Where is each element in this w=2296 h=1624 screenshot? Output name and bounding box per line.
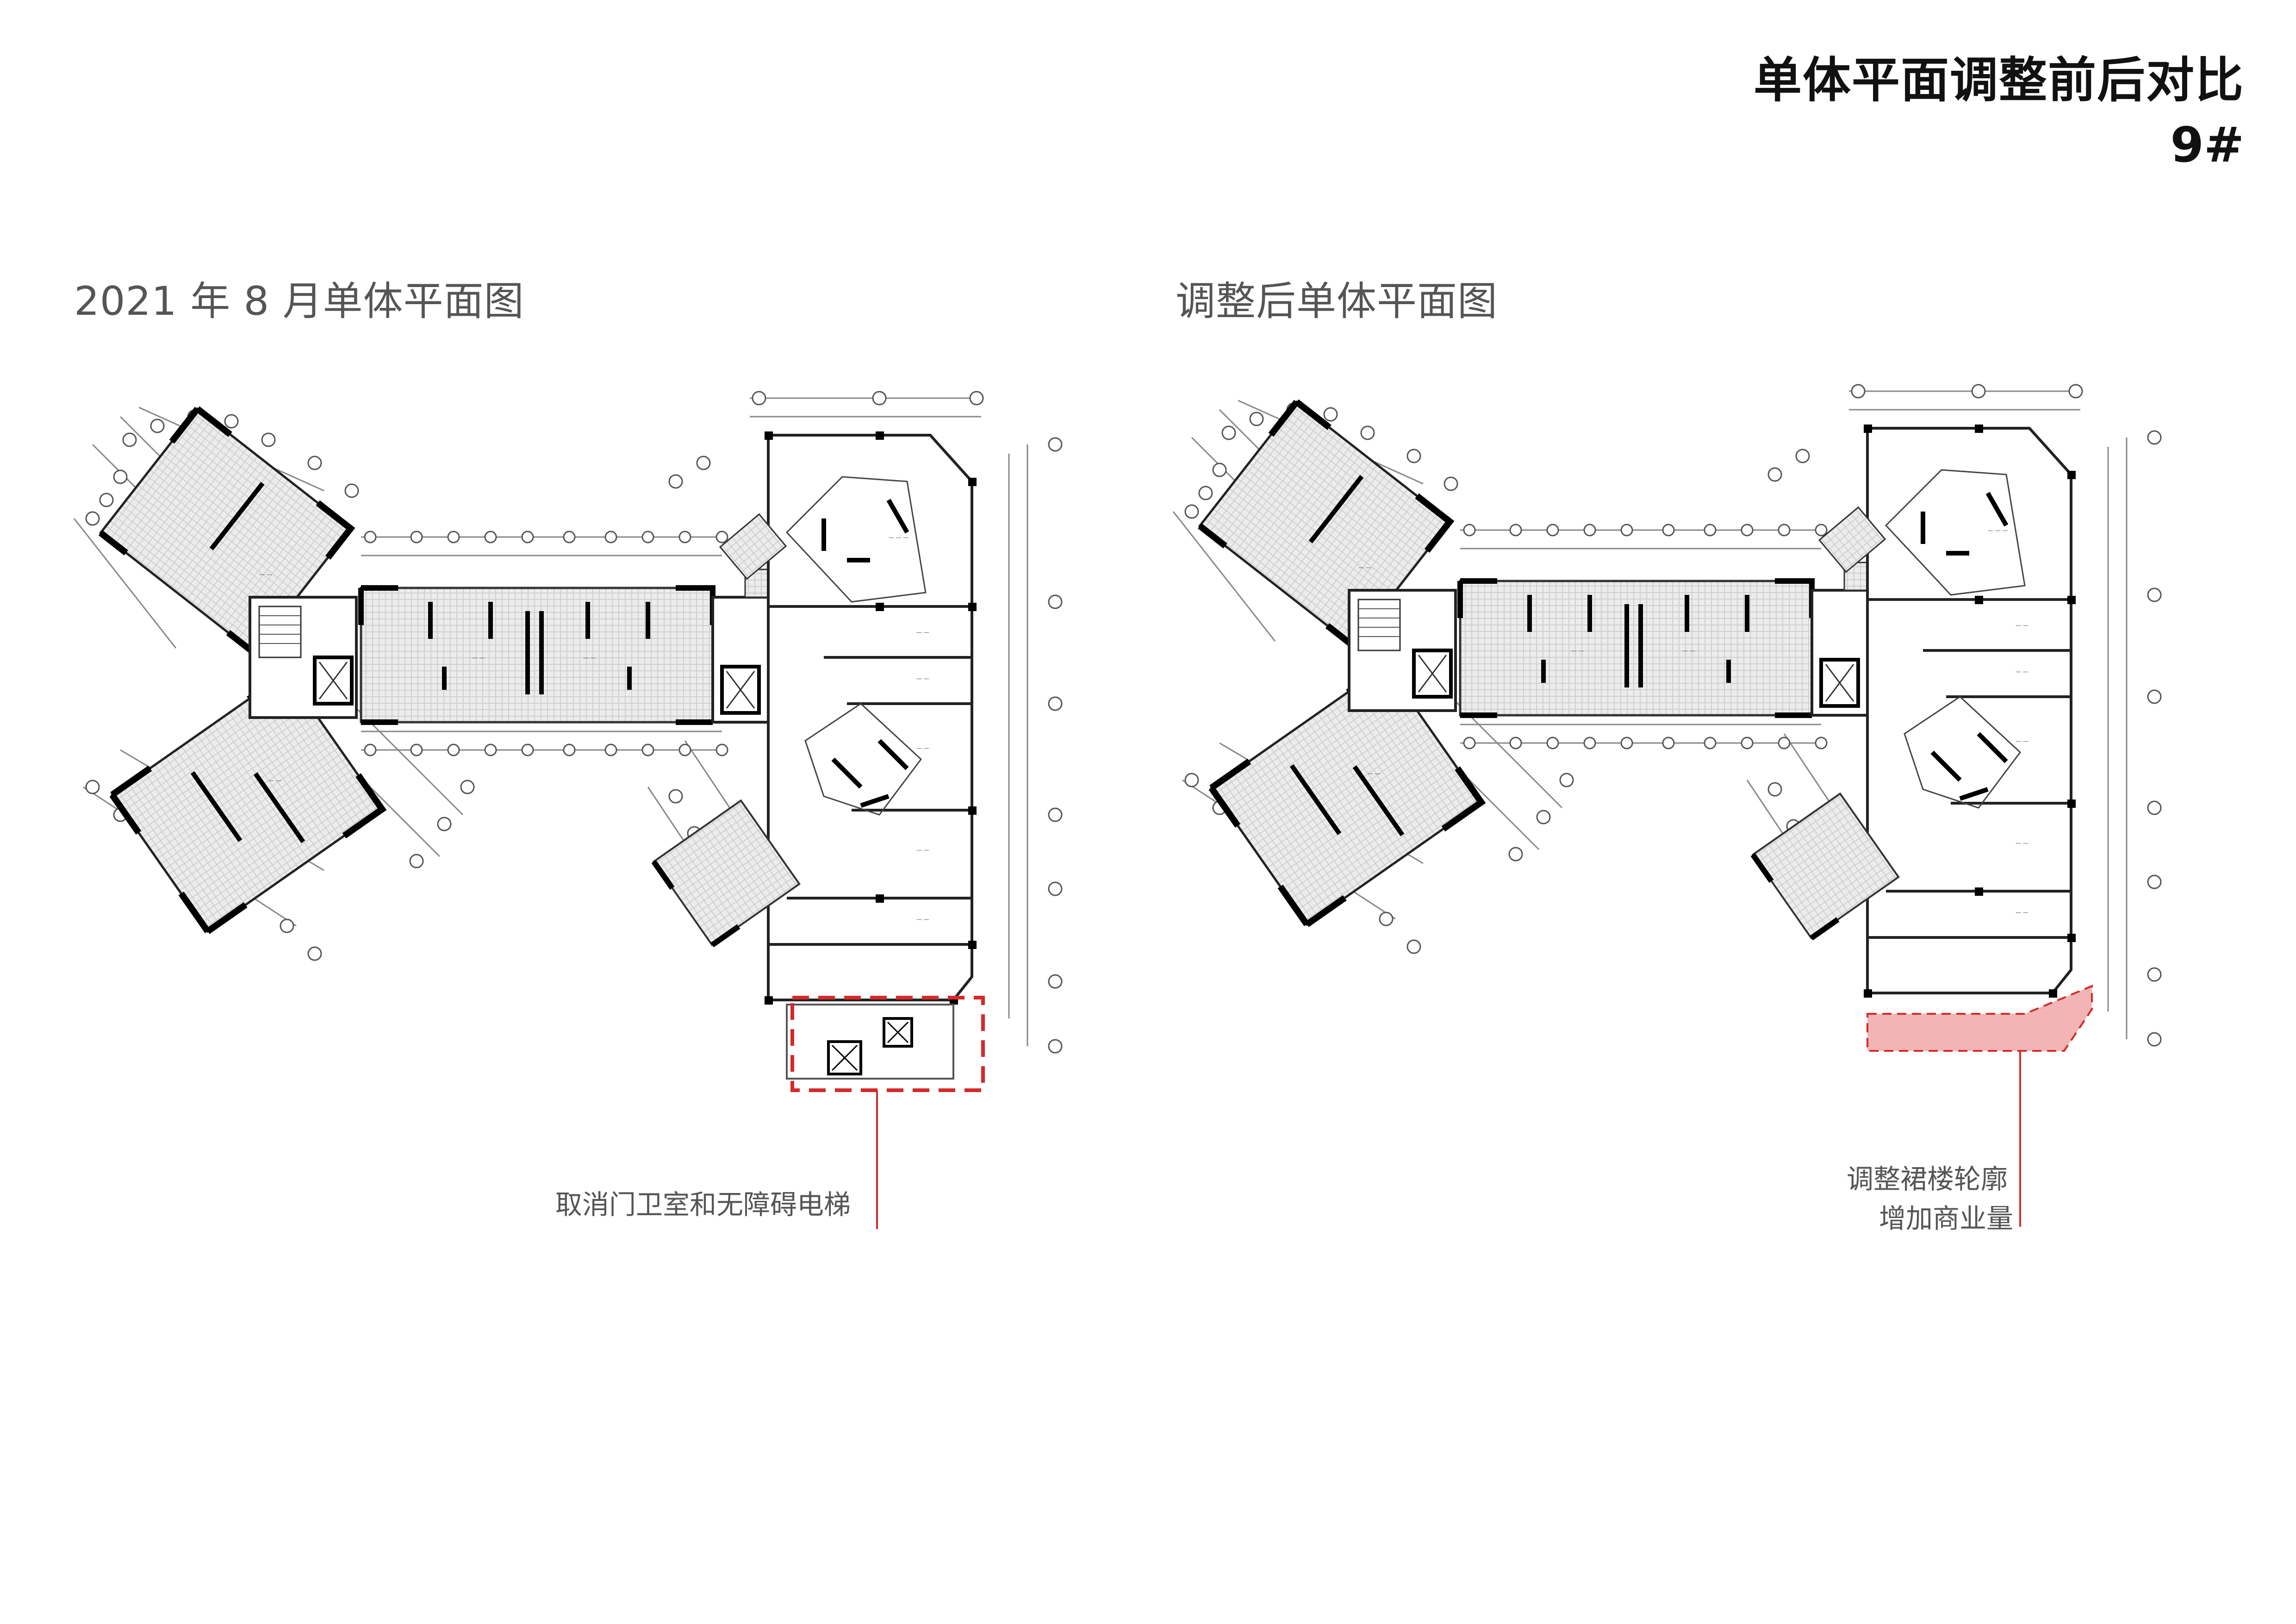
before-floor-plan xyxy=(74,392,1062,1229)
after-floor-plan xyxy=(1173,385,2161,1227)
after-plan-title: 调整后单体平面图 xyxy=(1176,278,1498,325)
building-number: 9# xyxy=(2170,117,2244,173)
added-commercial-area xyxy=(1867,985,2093,1052)
after-annotation-line-2: 增加商业量 xyxy=(1879,1203,2014,1234)
before-annotation: 取消门卫室和无障碍电梯 xyxy=(555,1189,851,1220)
guard-room-and-lift xyxy=(786,1004,954,1080)
removal-highlight-box xyxy=(790,996,985,1092)
after-annotation-line-1: 调整裙楼轮廓 xyxy=(1847,1163,2008,1195)
page-title: 单体平面调整前后对比 xyxy=(1753,52,2244,108)
before-plan-title: 2021 年 8 月单体平面图 xyxy=(74,278,524,325)
